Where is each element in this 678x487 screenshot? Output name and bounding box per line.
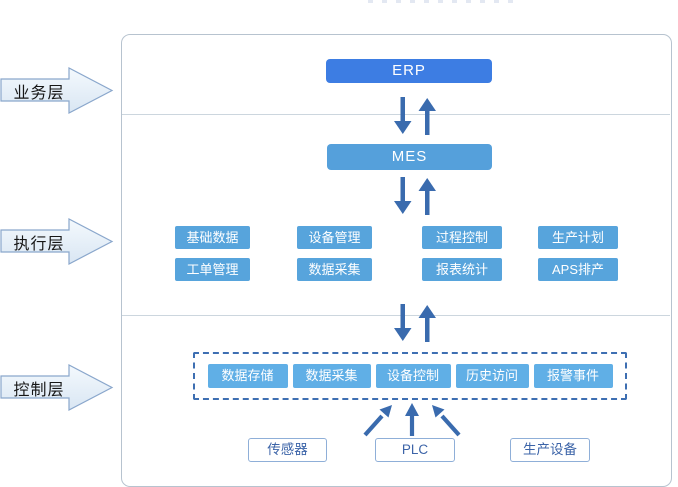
layer-label: 执行层 <box>13 235 65 253</box>
module-box: 基础数据 <box>175 226 250 249</box>
module-box: APS排产 <box>538 258 618 281</box>
layer-arrow-control: 控制层 <box>0 364 114 411</box>
control-box: 历史访问 <box>455 364 529 388</box>
module-box: 报表统计 <box>422 258 502 281</box>
block-arrow-right-icon <box>0 364 114 411</box>
device-box-plc: PLC <box>375 438 455 462</box>
module-box: 生产计划 <box>538 226 618 249</box>
block-arrow-right-icon <box>0 67 114 114</box>
converging-arrows-icon <box>363 403 461 437</box>
device-box-production-equipment: 生产设备 <box>510 438 590 462</box>
layer-arrow-business: 业务层 <box>0 67 114 114</box>
control-box: 数据存储 <box>207 364 288 388</box>
block-arrow-right-icon <box>0 218 114 265</box>
device-box-sensor: 传感器 <box>248 438 327 462</box>
layer-label: 业务层 <box>13 84 65 102</box>
erp-box: ERP <box>326 59 492 83</box>
bidirectional-arrows-icon <box>394 304 436 342</box>
control-box: 报警事件 <box>533 364 613 388</box>
layer-divider <box>122 315 670 316</box>
module-box: 工单管理 <box>175 258 250 281</box>
layer-divider <box>122 114 670 115</box>
mes-box: MES <box>327 144 492 170</box>
cropped-text-remnant <box>368 0 514 3</box>
control-box: 设备控制 <box>375 364 451 388</box>
module-box: 过程控制 <box>422 226 502 249</box>
control-functions-group: 数据存储 数据采集 设备控制 历史访问 报警事件 <box>193 352 627 400</box>
bidirectional-arrows-icon <box>394 177 436 215</box>
layer-label: 控制层 <box>13 381 65 399</box>
control-box: 数据采集 <box>292 364 371 388</box>
module-box: 设备管理 <box>297 226 372 249</box>
layer-arrow-execution: 执行层 <box>0 218 114 265</box>
bidirectional-arrows-icon <box>394 97 436 135</box>
module-box: 数据采集 <box>297 258 372 281</box>
